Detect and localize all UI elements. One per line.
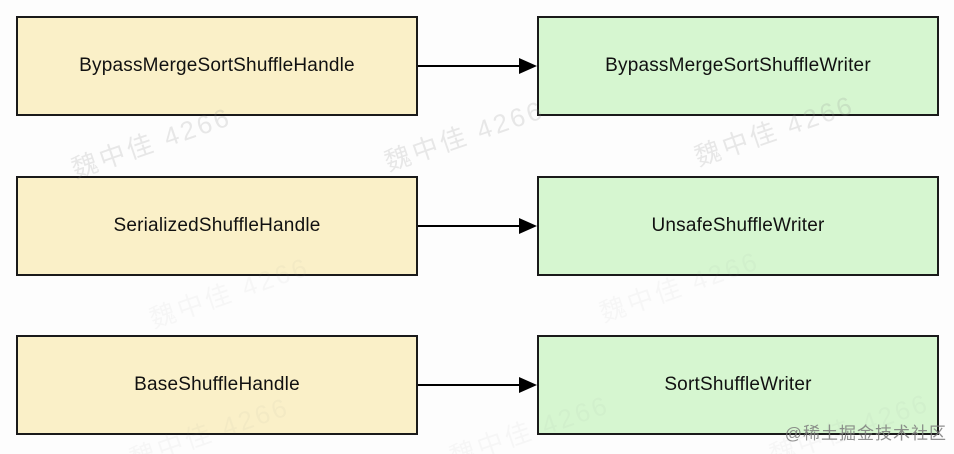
writer-label: SortShuffleWriter (664, 374, 812, 395)
handle-label: BaseShuffleHandle (134, 374, 300, 395)
arrow-bypass (418, 58, 537, 74)
arrow-head-icon (519, 58, 537, 74)
writer-box-unsafeshufflewriter: UnsafeShuffleWriter (537, 176, 939, 276)
arrow-head-icon (519, 377, 537, 393)
writer-box-bypassmergesortshufflewriter: BypassMergeSortShuffleWriter (537, 16, 939, 116)
writer-box-sortshufflewriter: SortShuffleWriter (537, 335, 939, 435)
writer-label: UnsafeShuffleWriter (651, 215, 825, 236)
handle-box-baseshufflehandle: BaseShuffleHandle (16, 335, 418, 435)
handle-box-bypassmergesortshufflehandle: BypassMergeSortShuffleHandle (16, 16, 418, 116)
handle-box-serializedshufflehandle: SerializedShuffleHandle (16, 176, 418, 276)
arrow-shaft (418, 384, 521, 386)
handle-label: SerializedShuffleHandle (113, 215, 321, 236)
arrow-base (418, 377, 537, 393)
arrow-head-icon (519, 218, 537, 234)
writer-label: BypassMergeSortShuffleWriter (605, 55, 871, 76)
arrow-serialized (418, 218, 537, 234)
arrow-shaft (418, 65, 521, 67)
handle-label: BypassMergeSortShuffleHandle (79, 55, 355, 76)
arrow-shaft (418, 225, 521, 227)
